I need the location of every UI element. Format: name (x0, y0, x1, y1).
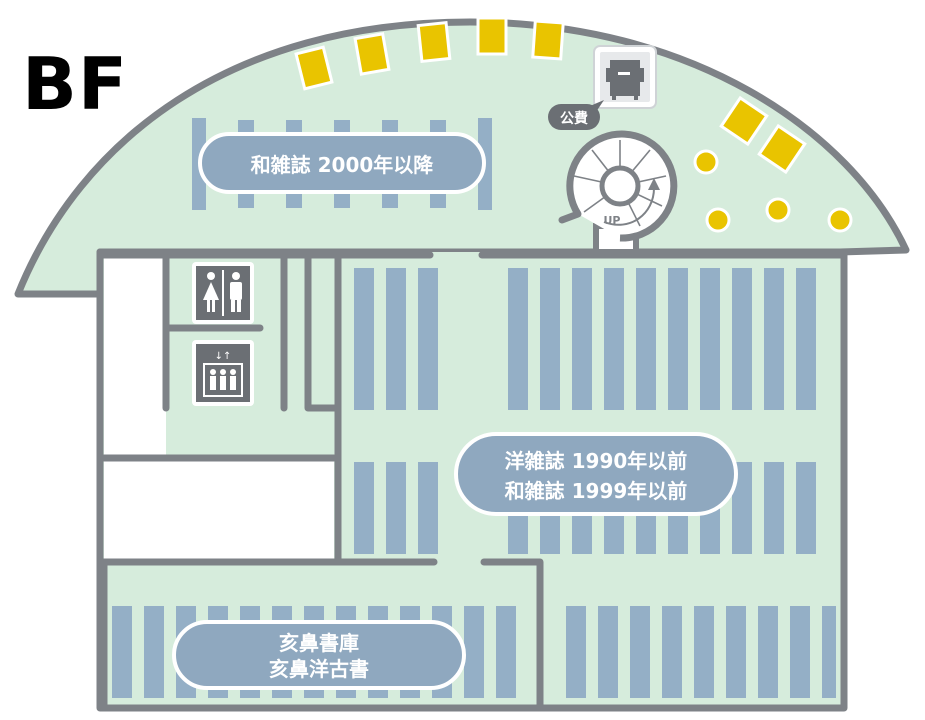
copier-tag: 公費 (548, 100, 604, 130)
shelves-right-upper (508, 268, 816, 410)
shelves-center-lower (354, 462, 438, 554)
shelves-center-upper (354, 268, 438, 410)
label-pill-japanese-new (198, 132, 486, 194)
area-label-inohana-western: 亥鼻洋古書 (269, 657, 369, 681)
area-label-inohana-stacks: 亥鼻書庫 (279, 631, 359, 655)
room-white-lower (104, 458, 334, 562)
spiral-stairs: UP (558, 130, 678, 255)
shelves-bottom-right (566, 606, 836, 698)
floor-title: BF (22, 42, 129, 126)
elevator-icon: ↓↑ (192, 340, 254, 406)
copier-icon (593, 45, 657, 109)
svg-text:↓↑: ↓↑ (215, 351, 232, 362)
area-label-foreign-old: 洋雑誌 1990年以前 (505, 449, 688, 473)
seats-round (693, 149, 853, 233)
area-label-japanese-new: 和雑誌 2000年以降 (251, 153, 435, 177)
walls (96, 248, 848, 712)
stairs-up-label: UP (604, 214, 621, 227)
restroom-icon (192, 262, 254, 324)
label-pill-magazines-old (454, 432, 738, 516)
area-label-japanese-old: 和雑誌 1999年以前 (505, 479, 688, 503)
seats-rect (294, 16, 807, 175)
label-pill-inohana (172, 620, 466, 690)
copier-label: 公費 (560, 110, 588, 127)
room-white-upper (104, 258, 166, 458)
